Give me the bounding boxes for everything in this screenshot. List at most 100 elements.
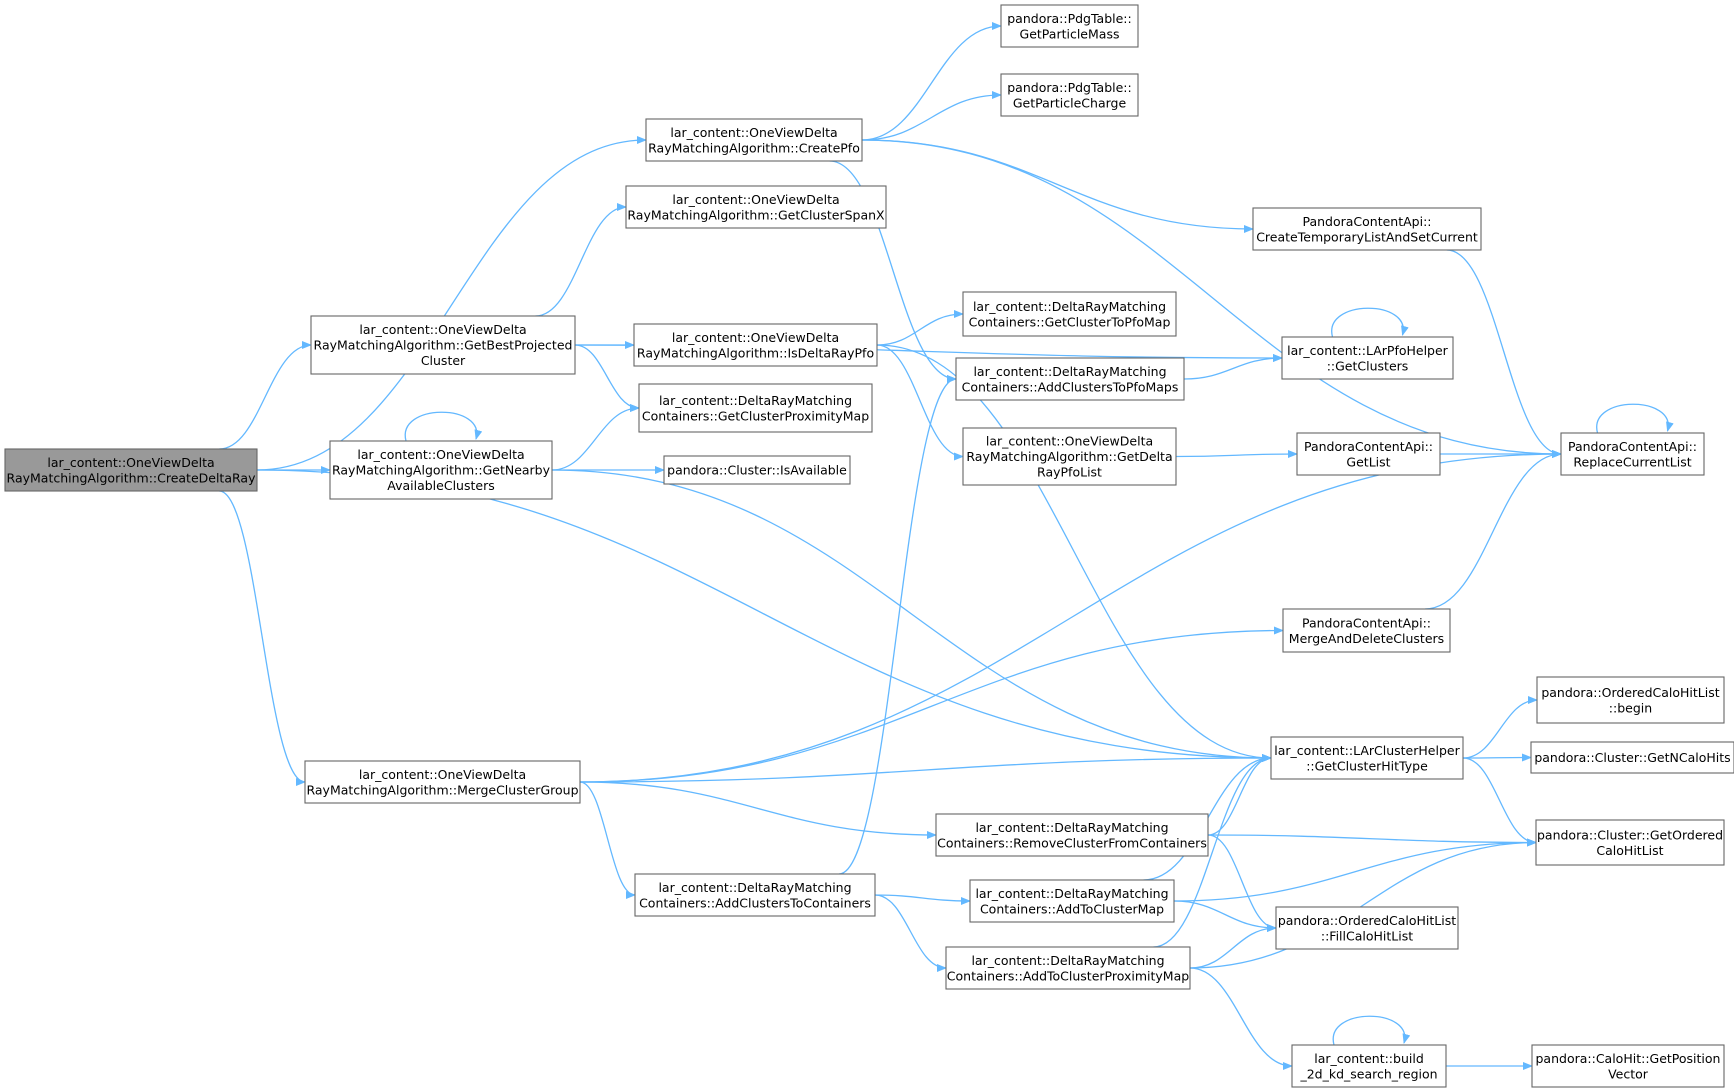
- node-get-cluster-span-x[interactable]: lar_content::OneViewDeltaRayMatchingAlgo…: [625, 185, 887, 229]
- node-get-cluster-to-pfo-map[interactable]: lar_content::DeltaRayMatchingContainers:…: [962, 291, 1177, 337]
- edge-line: [838, 375, 957, 875]
- node-label-line: lar_content::build: [1314, 1051, 1424, 1066]
- edge-line: [1207, 754, 1272, 836]
- node-box: [1000, 4, 1139, 48]
- node-get-cluster-proximity-map[interactable]: lar_content::DeltaRayMatchingContainers:…: [638, 383, 873, 433]
- node-box: [1530, 741, 1734, 774]
- edge-line: [1173, 900, 1277, 932]
- node-get-cluster-hit-type[interactable]: lar_content::LArClusterHelper::GetCluste…: [1270, 736, 1464, 780]
- edge-line: [1462, 753, 1532, 762]
- node-merge-and-delete-clusters[interactable]: PandoraContentApi::MergeAndDeleteCluster…: [1282, 608, 1451, 653]
- node-box: [945, 946, 1191, 990]
- edge-merge-cluster-group-to-merge-and-delete-clusters: [579, 626, 1284, 783]
- node-label-line: MergeAndDeleteClusters: [1289, 631, 1444, 646]
- node-label-line: pandora::PdgTable::: [1007, 11, 1131, 26]
- node-label-line: lar_content::DeltaRayMatching: [975, 886, 1168, 901]
- node-box: [1296, 432, 1441, 476]
- node-label-line: lar_content::OneViewDelta: [47, 455, 214, 470]
- node-label-line: RayMatchingAlgorithm::MergeClusterGroup: [306, 782, 578, 797]
- edge-line: [579, 781, 937, 839]
- edge-line: [579, 754, 1272, 783]
- node-l-ar-pfo-get-clusters[interactable]: lar_content::LArPfoHelper::GetClusters: [1281, 336, 1454, 380]
- node-label-line: lar_content::OneViewDelta: [672, 330, 839, 345]
- edge-build2d-kd-search-region-to-build2d-kd-search-region: [1332, 1015, 1411, 1046]
- edge-line: [256, 136, 647, 471]
- edge-get-delta-ray-pfo-list-to-get-list: [1175, 450, 1298, 459]
- edge-line: [535, 203, 627, 317]
- edge-line: [1462, 696, 1538, 759]
- edge-line: [861, 22, 1002, 141]
- node-label-line: AvailableClusters: [387, 478, 494, 493]
- node-box: [663, 455, 851, 485]
- node-label-line: GetList: [1346, 454, 1390, 469]
- node-create-delta-ray[interactable]: lar_content::OneViewDeltaRayMatchingAlgo…: [4, 448, 258, 492]
- node-get-delta-ray-pfo-list[interactable]: lar_content::OneViewDeltaRayMatchingAlgo…: [962, 427, 1177, 486]
- edge-line: [1189, 924, 1277, 969]
- edge-get-best-projected-cluster-to-get-cluster-span-x: [535, 203, 627, 317]
- node-label-line: PandoraContentApi::: [1302, 214, 1431, 229]
- edge-line: [861, 139, 1254, 233]
- edge-line: [861, 91, 1002, 141]
- node-get-nearby-available-clusters[interactable]: lar_content::OneViewDeltaRayMatchingAlgo…: [329, 440, 553, 500]
- node-label-line: Vector: [1608, 1066, 1649, 1081]
- edge-get-nearby-available-clusters-to-get-cluster-proximity-map: [551, 404, 640, 471]
- node-is-delta-ray-pfo[interactable]: lar_content::OneViewDeltaRayMatchingAlgo…: [633, 323, 878, 367]
- node-box: [1000, 73, 1139, 117]
- node-label-line: RayMatchingAlgorithm::CreatePfo: [648, 140, 860, 155]
- node-create-pfo[interactable]: lar_content::OneViewDeltaRayMatchingAlgo…: [645, 118, 863, 162]
- node-label-line: lar_content::DeltaRayMatching: [973, 299, 1166, 314]
- edge-add-to-cluster-map-to-fill-calo-hit-list: [1173, 900, 1277, 932]
- node-label-line: lar_content::LArClusterHelper: [1274, 743, 1460, 758]
- node-add-to-cluster-map[interactable]: lar_content::DeltaRayMatchingContainers:…: [969, 879, 1175, 923]
- node-label-line: lar_content::DeltaRayMatching: [971, 953, 1164, 968]
- node-merge-cluster-group[interactable]: lar_content::OneViewDeltaRayMatchingAlgo…: [304, 760, 581, 804]
- node-label-line: lar_content::DeltaRayMatching: [975, 820, 1168, 835]
- node-add-clusters-to-pfo-maps[interactable]: lar_content::DeltaRayMatchingContainers:…: [955, 357, 1185, 401]
- node-ordered-begin[interactable]: pandora::OrderedCaloHitList::begin: [1536, 676, 1725, 724]
- node-fill-calo-hit-list[interactable]: pandora::OrderedCaloHitList::FillCaloHit…: [1275, 906, 1459, 950]
- node-label-line: PandoraContentApi::: [1304, 439, 1433, 454]
- node-label-line: Containers::RemoveClusterFromContainers: [937, 835, 1207, 850]
- edge-get-best-projected-cluster-to-get-cluster-proximity-map: [574, 344, 640, 412]
- edge-get-cluster-hit-type-to-ordered-begin: [1462, 696, 1538, 759]
- node-label-line: pandora::PdgTable::: [1007, 80, 1131, 95]
- edge-line: [1446, 249, 1562, 458]
- node-get-particle-mass[interactable]: pandora::PdgTable::GetParticleMass: [1000, 4, 1139, 48]
- edge-remove-cluster-from-containers-to-get-ordered-calo-hit-list: [1207, 834, 1537, 847]
- edge-line: [219, 341, 312, 450]
- edge-create-pfo-to-get-particle-charge: [861, 91, 1002, 141]
- node-label-line: ::begin: [1609, 700, 1652, 715]
- edge-line: [1173, 838, 1537, 902]
- edge-add-clusters-to-pfo-maps-to-l-ar-pfo-get-clusters: [1183, 354, 1283, 380]
- node-get-ncalo-hits[interactable]: pandora::Cluster::GetNCaloHits: [1530, 741, 1734, 774]
- node-box: [4, 448, 258, 492]
- node-remove-cluster-from-containers[interactable]: lar_content::DeltaRayMatchingContainers:…: [935, 813, 1209, 857]
- node-box: [634, 873, 876, 917]
- node-create-temporary-list-and-set-current[interactable]: PandoraContentApi::CreateTemporaryListAn…: [1252, 207, 1482, 251]
- node-label-line: pandora::CaloHit::GetPosition: [1536, 1051, 1721, 1066]
- edge-line: [219, 490, 306, 786]
- node-label-line: lar_content::DeltaRayMatching: [973, 364, 1166, 379]
- node-box: [638, 383, 873, 433]
- node-get-list[interactable]: PandoraContentApi::GetList: [1296, 432, 1441, 476]
- node-add-clusters-to-containers[interactable]: lar_content::DeltaRayMatchingContainers:…: [634, 873, 876, 917]
- edge-line: [574, 344, 640, 412]
- node-label-line: lar_content::OneViewDelta: [359, 322, 526, 337]
- node-replace-current-list[interactable]: PandoraContentApi::ReplaceCurrentList: [1560, 432, 1705, 476]
- node-is-available[interactable]: pandora::Cluster::IsAvailable: [663, 455, 851, 485]
- edge-create-delta-ray-to-merge-cluster-group: [219, 490, 306, 786]
- node-get-best-projected-cluster[interactable]: lar_content::OneViewDeltaRayMatchingAlgo…: [310, 315, 576, 375]
- node-add-to-cluster-proximity-map[interactable]: lar_content::DeltaRayMatchingContainers:…: [945, 946, 1191, 990]
- edge-line: [874, 894, 947, 972]
- edge-line: [1153, 754, 1272, 948]
- node-label-line: pandora::Cluster::IsAvailable: [667, 463, 847, 478]
- node-build2d-kd-search-region[interactable]: lar_content::build_2d_kd_search_region: [1291, 1044, 1447, 1088]
- edge-is-delta-ray-pfo-to-get-cluster-to-pfo-map: [876, 310, 964, 346]
- node-box: [962, 291, 1177, 337]
- edge-line: [1189, 967, 1293, 1070]
- node-label-line: lar_content::OneViewDelta: [357, 447, 524, 462]
- edge-replace-current-list-to-replace-current-list: [1596, 403, 1674, 434]
- node-get-particle-charge[interactable]: pandora::PdgTable::GetParticleCharge: [1000, 73, 1139, 117]
